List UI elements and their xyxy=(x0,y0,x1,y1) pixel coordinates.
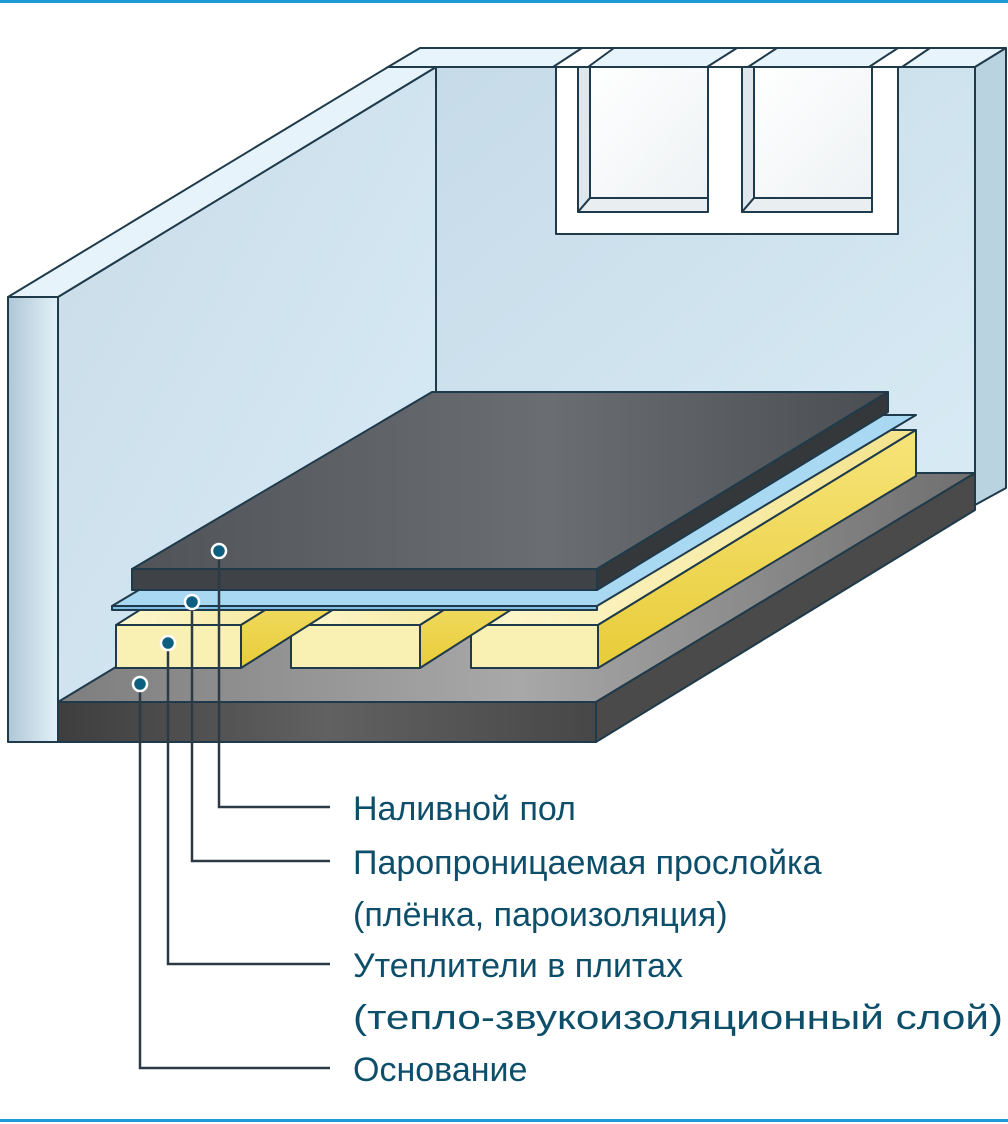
label-membrane-line1: Паропроницаемая прослойка xyxy=(353,844,822,882)
window-pane-right-sill xyxy=(741,197,873,213)
screed-side xyxy=(596,391,889,591)
insulation-slab-front-front xyxy=(115,624,242,669)
marker-base xyxy=(131,675,149,693)
label-membrane-line2: (плёнка, пароизоляция) xyxy=(353,896,728,934)
insulation-slab-middle-front xyxy=(290,624,421,669)
window-sill-top-right xyxy=(868,47,931,68)
left-wall-end xyxy=(7,296,59,743)
leader-lines xyxy=(138,551,330,1070)
leader-line-insulation xyxy=(166,643,330,966)
base-side xyxy=(595,472,976,743)
top-frame-line xyxy=(0,0,1008,3)
label-insulation-line2: (тепло-звукоизоляционный слой) xyxy=(353,999,1003,1037)
window xyxy=(552,47,931,235)
base-front xyxy=(57,701,597,743)
back-wall-right-end xyxy=(974,47,1007,506)
leader-line-screed xyxy=(217,551,330,809)
marker-membrane xyxy=(183,593,201,611)
window-sill-top-left xyxy=(552,47,615,68)
window-pane-right-reveal xyxy=(741,66,755,213)
label-insulation-line1: Утеплители в плитах xyxy=(353,947,683,985)
window-pane-left-reveal xyxy=(577,66,591,213)
membrane-edge xyxy=(111,605,598,611)
leader-line-base xyxy=(138,684,330,1070)
screed-layer xyxy=(131,391,889,591)
window-pane-left-sill xyxy=(577,197,709,213)
insulation-slab-back-front xyxy=(470,624,599,669)
screed-front xyxy=(131,568,598,591)
leader-line-membrane xyxy=(190,602,330,863)
label-base: Основание xyxy=(353,1051,527,1089)
bottom-frame-line xyxy=(0,1119,1008,1122)
label-screed: Наливной пол xyxy=(353,790,576,828)
window-pane-right xyxy=(753,66,873,199)
layer-labels: Наливной пол Паропроницаемая прослойка (… xyxy=(353,790,1003,1089)
window-pane-left xyxy=(589,66,709,199)
layer-markers xyxy=(131,542,228,693)
marker-insulation xyxy=(159,634,177,652)
window-sill-top-middle xyxy=(706,47,778,68)
marker-screed xyxy=(210,542,228,560)
